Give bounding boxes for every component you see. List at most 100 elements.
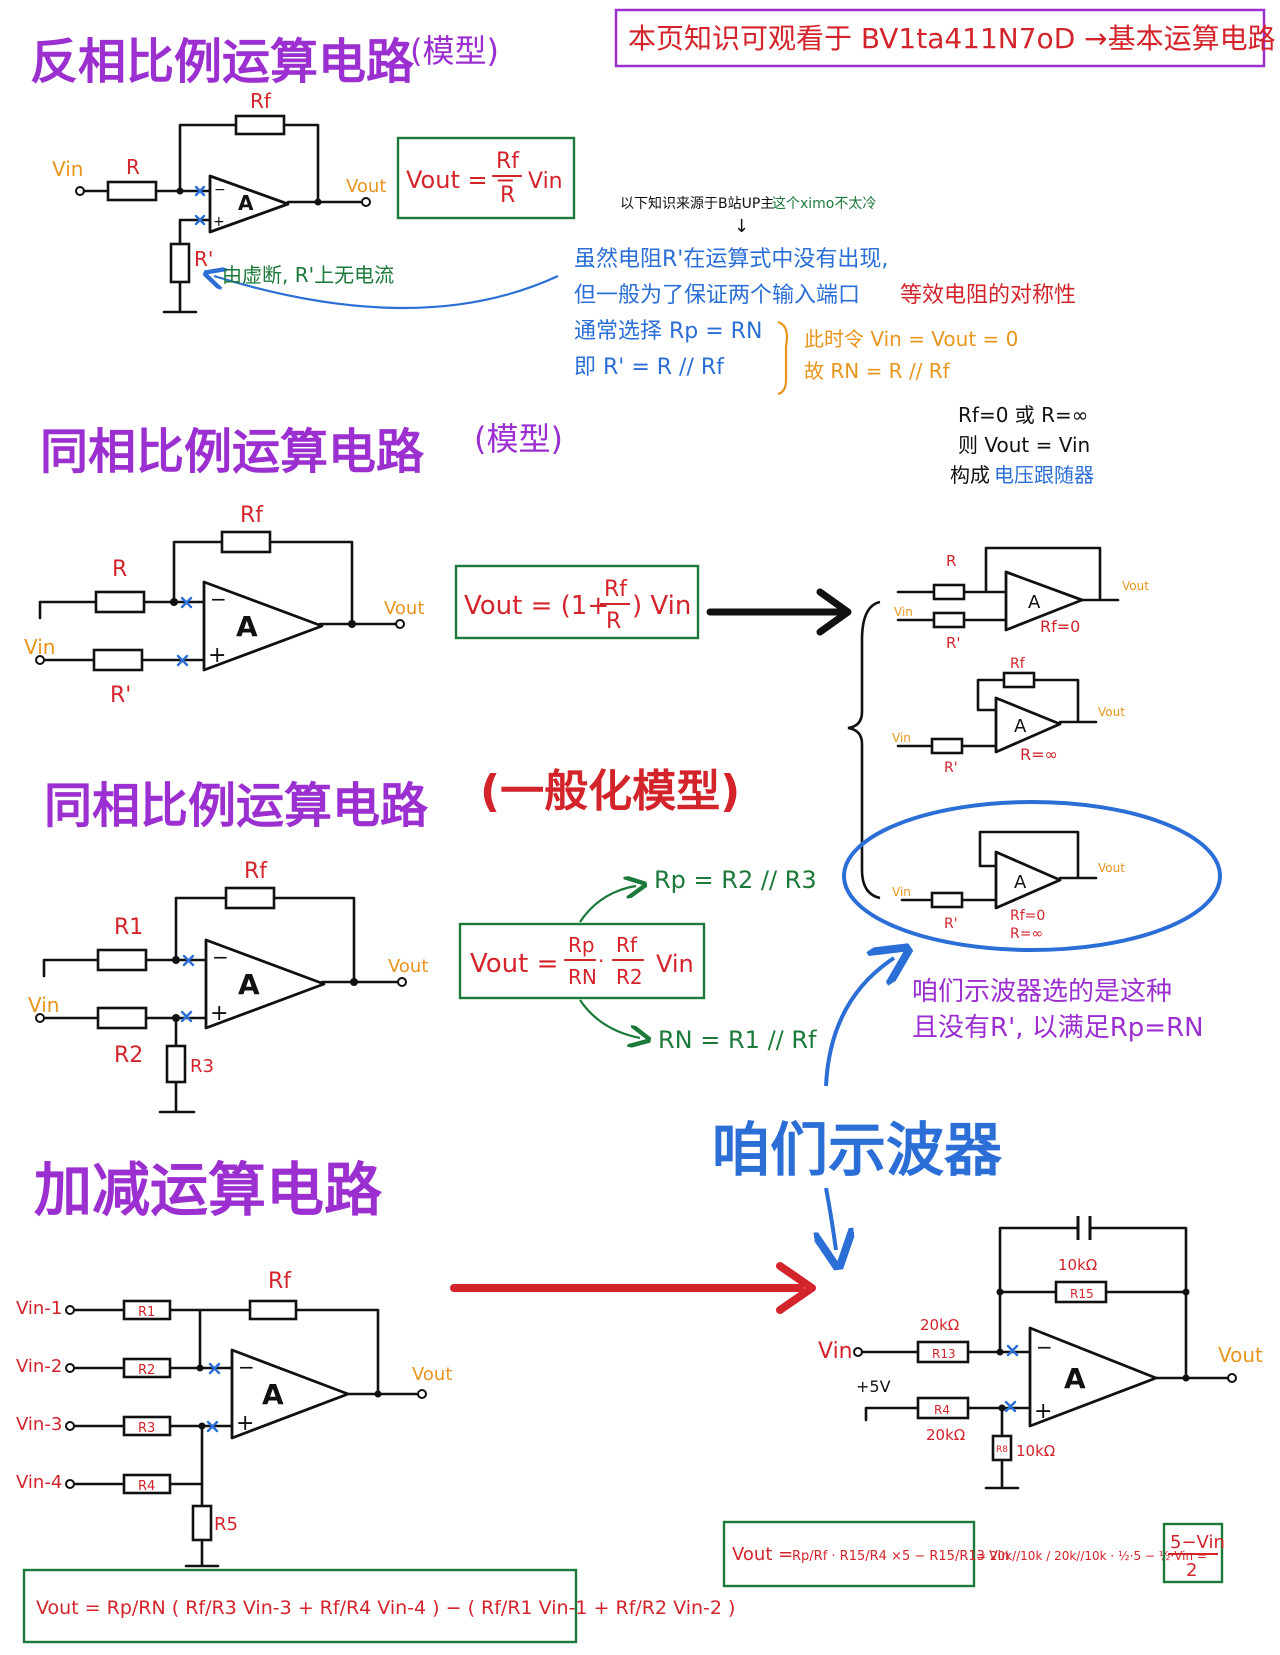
opamp-minus: − xyxy=(238,1355,255,1379)
formula-f2-num: Rf xyxy=(616,933,638,957)
section-inverting: 反相比例运算电路 (模型) A − + Vin R Rf R' Vout V xyxy=(30,32,1076,396)
virtual-short-marks xyxy=(176,596,193,667)
formula-rhs: Vin xyxy=(656,950,694,978)
junction-dot xyxy=(170,598,178,606)
r2-label: R2 xyxy=(114,1043,143,1068)
vout-label: Vout xyxy=(1218,1343,1263,1367)
vin4-terminal xyxy=(65,1479,75,1489)
opamp-label: A xyxy=(262,1378,284,1411)
opamp-plus: + xyxy=(213,214,225,230)
formula-den: R xyxy=(606,609,621,634)
scope-formula-expand: = 20k//10k / 20k//10k · ½·5 − ½·Vin = xyxy=(976,1549,1207,1563)
junction-dot xyxy=(350,978,358,986)
r4-label: R4 xyxy=(934,1403,950,1417)
junction-dot xyxy=(998,1404,1006,1412)
opamp xyxy=(230,1348,350,1440)
section-add-subtract: 加减运算电路 A − + Vin-1 Vin-2 Vin-3 Vi xyxy=(16,1156,816,1644)
opamp-plus: + xyxy=(210,1001,228,1026)
vout-label: Vout xyxy=(346,176,386,197)
vout-terminal xyxy=(417,1389,427,1399)
vin-label: Vin xyxy=(894,605,913,619)
scope-down-arrow xyxy=(826,1187,836,1250)
vin1-label: Vin-1 xyxy=(16,1298,62,1319)
scope-note-2: 且没有R', 以满足Rp=RN xyxy=(912,1013,1204,1043)
resistor-r-prime xyxy=(169,242,191,284)
r8-label: R8 xyxy=(996,1445,1008,1455)
vin-label: Vin xyxy=(892,885,911,899)
resistor-rf xyxy=(234,114,286,136)
r15-label: R15 xyxy=(1070,1287,1094,1301)
scope-result-den: 2 xyxy=(1186,1560,1197,1581)
opamp-minus: − xyxy=(214,182,226,198)
formula-f1-num: Rp xyxy=(568,933,595,957)
header-note: 本页知识可观看于 BV1ta411N7oD →基本运算电路 xyxy=(614,8,1276,68)
opamp xyxy=(1028,1326,1158,1428)
rf-label: Rf xyxy=(244,859,268,884)
vout-terminal xyxy=(361,197,371,207)
opamp-label: A xyxy=(238,968,260,1001)
vin-label: Vin xyxy=(52,157,83,181)
rf-label: Rf xyxy=(1010,656,1026,672)
black-arrow-head xyxy=(816,588,852,636)
vin-label: Vin xyxy=(24,635,55,659)
rp-note: Rp = R2 // R3 xyxy=(654,866,817,894)
resistor-r xyxy=(94,590,146,614)
noninverting-formula: Vout = (1+ Rf R ) Vin xyxy=(454,564,700,640)
formula-f1-den: RN xyxy=(568,965,597,989)
junction-dot xyxy=(172,1014,180,1022)
formula-lhs: Vout = xyxy=(470,949,558,979)
variant-a-note: Rf=0 xyxy=(1040,617,1080,636)
variant-follower: A R' Vin Vout Rf=0 R=∞ xyxy=(842,800,1222,952)
explain-line-2: 但一般为了保证两个输入端口 xyxy=(574,283,860,308)
opamp-label: A xyxy=(1028,592,1041,613)
junction-dot xyxy=(996,1288,1004,1296)
resistor-r2 xyxy=(96,1006,148,1030)
opamp-plus: + xyxy=(1034,1399,1052,1424)
vin4-label: Vin-4 xyxy=(16,1472,62,1493)
variant-c-note-2: R=∞ xyxy=(1010,926,1043,942)
rn-arrow xyxy=(579,999,640,1038)
resistor-rf xyxy=(224,886,276,910)
r-label: R xyxy=(126,155,140,179)
follower-line-1: Rf=0 或 R=∞ xyxy=(958,403,1088,427)
scope-up-arrow xyxy=(824,958,894,1087)
general-formula: Vout = Rp RN · Rf R2 Vin xyxy=(458,922,706,1000)
vin-label: Vin xyxy=(28,993,59,1017)
resistor-r8 xyxy=(991,1434,1013,1462)
resistor-r1 xyxy=(96,948,148,972)
formula-dot: · xyxy=(598,949,604,973)
junction-dot xyxy=(1182,1374,1190,1382)
opamp-label: A xyxy=(1014,872,1027,893)
resistor-r4 xyxy=(916,1396,970,1420)
junction-dot xyxy=(996,1348,1004,1356)
scope-result-num: 5−Vin xyxy=(1170,1532,1225,1553)
variant-b-note: R=∞ xyxy=(1020,745,1058,764)
big-brace xyxy=(847,600,881,900)
opamp xyxy=(204,938,326,1030)
scope-formula-lhs: Vout = xyxy=(732,1544,793,1565)
r13-label: R13 xyxy=(932,1347,956,1361)
section-scope: 咱们示波器 A − + Vin Vout +5V R13 xyxy=(712,1116,1263,1588)
vin-terminal xyxy=(35,1013,45,1023)
resistor-r5 xyxy=(191,1504,213,1542)
r3-label: R3 xyxy=(138,1421,155,1436)
junction-dot xyxy=(196,1364,204,1372)
vin3-label: Vin-3 xyxy=(16,1414,62,1435)
junction-dot xyxy=(314,198,322,206)
variant-rf-zero: A R R' Vin Vout Rf=0 xyxy=(894,546,1149,652)
formula-rhs: ) Vin xyxy=(632,591,691,621)
r-prime-label: R' xyxy=(944,760,958,776)
opamp-label: A xyxy=(238,191,254,215)
explain-line-4: 通常选择 Rp = RN xyxy=(574,319,762,344)
resistor-r-prime xyxy=(92,648,144,672)
r4-value: 20kΩ xyxy=(926,1426,965,1444)
rf-label: Rf xyxy=(250,89,272,113)
rp-arrow xyxy=(579,886,636,923)
source-user: 这个ximo不太冷 xyxy=(772,195,876,212)
vin-terminal xyxy=(35,655,45,665)
formula-den: R xyxy=(500,183,515,208)
section3-title: 同相比例运算电路 xyxy=(44,778,429,834)
resistor-r15 xyxy=(1054,1280,1108,1304)
formula-lhs: Vout = − xyxy=(406,166,515,194)
